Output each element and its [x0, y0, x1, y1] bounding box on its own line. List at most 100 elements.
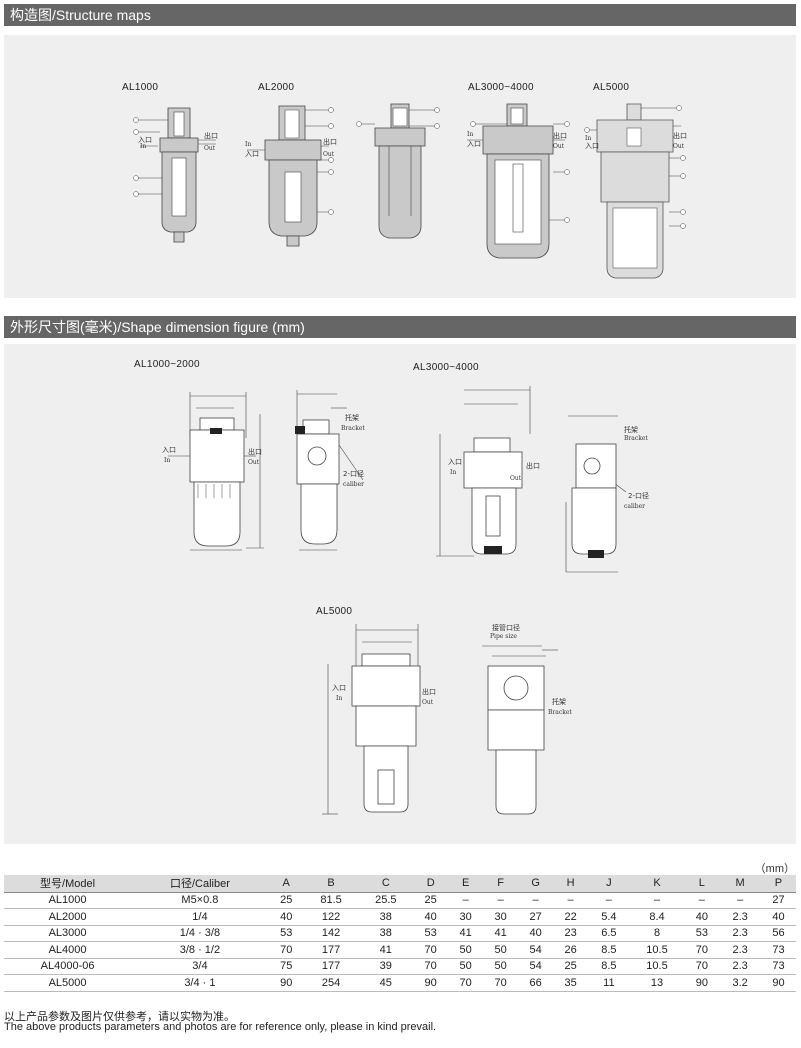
- table-cell: 2.3: [719, 925, 761, 942]
- table-cell: 50: [483, 958, 519, 975]
- table-cell: 3/4 · 1: [131, 974, 269, 992]
- bracket-label-en: Bracket: [624, 435, 648, 442]
- out-label-cn: 出口: [248, 447, 262, 456]
- table-cell: 38: [358, 908, 414, 926]
- out-label-cn: 出口: [204, 131, 218, 140]
- col-p: P: [760, 875, 796, 893]
- table-cell: 50: [448, 941, 484, 959]
- section-header-dimension: 外形尺寸图(毫米)/Shape dimension figure (mm): [4, 316, 796, 338]
- table-cell: 25: [553, 958, 589, 975]
- footnote-en: The above products parameters and photos…: [4, 1021, 437, 1033]
- table-cell: AL4000: [4, 941, 132, 959]
- in-label-en: In: [467, 131, 473, 138]
- in-label-en: In: [450, 469, 456, 476]
- dimension-drawing-al5000-side: 接管口径 Pipe size 托架 Bracket: [468, 622, 588, 818]
- table-cell: 41: [448, 925, 484, 942]
- table-cell: 27: [518, 908, 554, 926]
- table-cell: 73: [760, 958, 796, 975]
- col-l: L: [684, 875, 720, 893]
- table-cell: 90: [268, 974, 304, 992]
- structure-drawing-al3000-4000: In 入口 出口 Out: [465, 100, 580, 260]
- dimension-drawing-al3000-4000-side: 托架 Bracket 2-口径 caliber: [562, 402, 672, 576]
- dimension-model-label: AL1000~2000: [134, 359, 200, 370]
- table-cell: 53: [413, 925, 449, 942]
- table-cell: 3/8 · 1/2: [131, 941, 269, 959]
- table-cell: –: [719, 892, 761, 909]
- table-cell: AL3000: [4, 925, 132, 942]
- table-cell: 70: [413, 941, 449, 959]
- spec-table: 型号/Model 口径/Caliber A B C D E F G H J K …: [4, 875, 796, 992]
- in-label-cn: 入口: [162, 446, 176, 454]
- table-cell: 177: [303, 941, 359, 959]
- table-cell: –: [553, 892, 589, 909]
- table-cell: 40: [413, 908, 449, 926]
- table-cell: 54: [518, 941, 554, 959]
- col-a: A: [268, 875, 304, 893]
- table-cell: 50: [448, 958, 484, 975]
- in-label-cn: 入口: [245, 150, 259, 158]
- in-label-cn: 入口: [585, 142, 599, 150]
- dimension-drawing-al3000-4000-front: 入口 In 出口 Out: [434, 378, 552, 560]
- bracket-label-cn: 托架: [345, 413, 359, 422]
- table-cell: 25: [268, 892, 304, 909]
- table-cell: 70: [684, 958, 720, 975]
- table-cell: 3.2: [719, 974, 761, 992]
- table-cell: 70: [483, 974, 519, 992]
- dimension-drawing-al1000-2000-side: 托架 Bracket 2-口径 caliber: [283, 382, 383, 554]
- structure-model-label: AL3000~4000: [468, 82, 534, 93]
- structure-drawing-al5000: In 入口 出口 Out: [583, 100, 693, 280]
- table-cell: 8: [629, 925, 685, 942]
- table-cell: –: [629, 892, 685, 909]
- table-cell: –: [518, 892, 554, 909]
- table-cell: 73: [760, 941, 796, 959]
- table-cell: 90: [760, 974, 796, 992]
- dimension-drawing-al5000-front: 入口 In 出口 Out: [318, 620, 446, 820]
- in-label-en: In: [336, 695, 342, 702]
- structure-model-label: AL5000: [593, 82, 630, 93]
- table-cell: 45: [358, 974, 414, 992]
- col-e: E: [448, 875, 484, 893]
- in-label-en: In: [140, 143, 146, 150]
- bracket-label-cn: 托架: [552, 697, 566, 706]
- table-cell: 70: [684, 941, 720, 959]
- table-cell: 22: [553, 908, 589, 926]
- col-j: J: [588, 875, 630, 893]
- pipe-size-label-en: Pipe size: [490, 633, 517, 640]
- caliber-label-cn: 2-口径: [628, 491, 649, 500]
- in-label-cn: 入口: [332, 684, 346, 692]
- table-cell: AL4000-06: [4, 958, 132, 975]
- col-d: D: [413, 875, 449, 893]
- table-cell: 254: [303, 974, 359, 992]
- bracket-label-cn: 托架: [624, 425, 638, 434]
- table-cell: 25: [413, 892, 449, 909]
- in-label-cn: 入口: [467, 140, 481, 148]
- col-c: C: [358, 875, 414, 893]
- col-g: G: [518, 875, 554, 893]
- pipe-size-label-cn: 接管口径: [492, 623, 520, 632]
- out-label-en: Out: [673, 143, 685, 150]
- table-cell: 40: [268, 908, 304, 926]
- out-label-cn: 出口: [323, 137, 337, 146]
- col-b: B: [303, 875, 359, 893]
- table-cell: 27: [760, 892, 796, 909]
- table-cell: 23: [553, 925, 589, 942]
- out-label-cn: 出口: [422, 687, 436, 696]
- bracket-label-en: Bracket: [341, 425, 365, 432]
- structure-drawing-al1000: 入口 In 出口 Out: [130, 100, 225, 245]
- out-label-en: Out: [248, 459, 260, 466]
- in-label-en: In: [245, 141, 251, 148]
- out-label-en: Out: [204, 145, 216, 152]
- table-cell: 10.5: [629, 958, 685, 975]
- table-cell: 142: [303, 925, 359, 942]
- dimension-drawing-al1000-2000-front: 入口 In 出口 Out: [160, 378, 272, 553]
- col-m: M: [719, 875, 761, 893]
- table-cell: 53: [268, 925, 304, 942]
- table-cell: AL2000: [4, 908, 132, 926]
- table-cell: 70: [448, 974, 484, 992]
- table-cell: 8.5: [588, 941, 630, 959]
